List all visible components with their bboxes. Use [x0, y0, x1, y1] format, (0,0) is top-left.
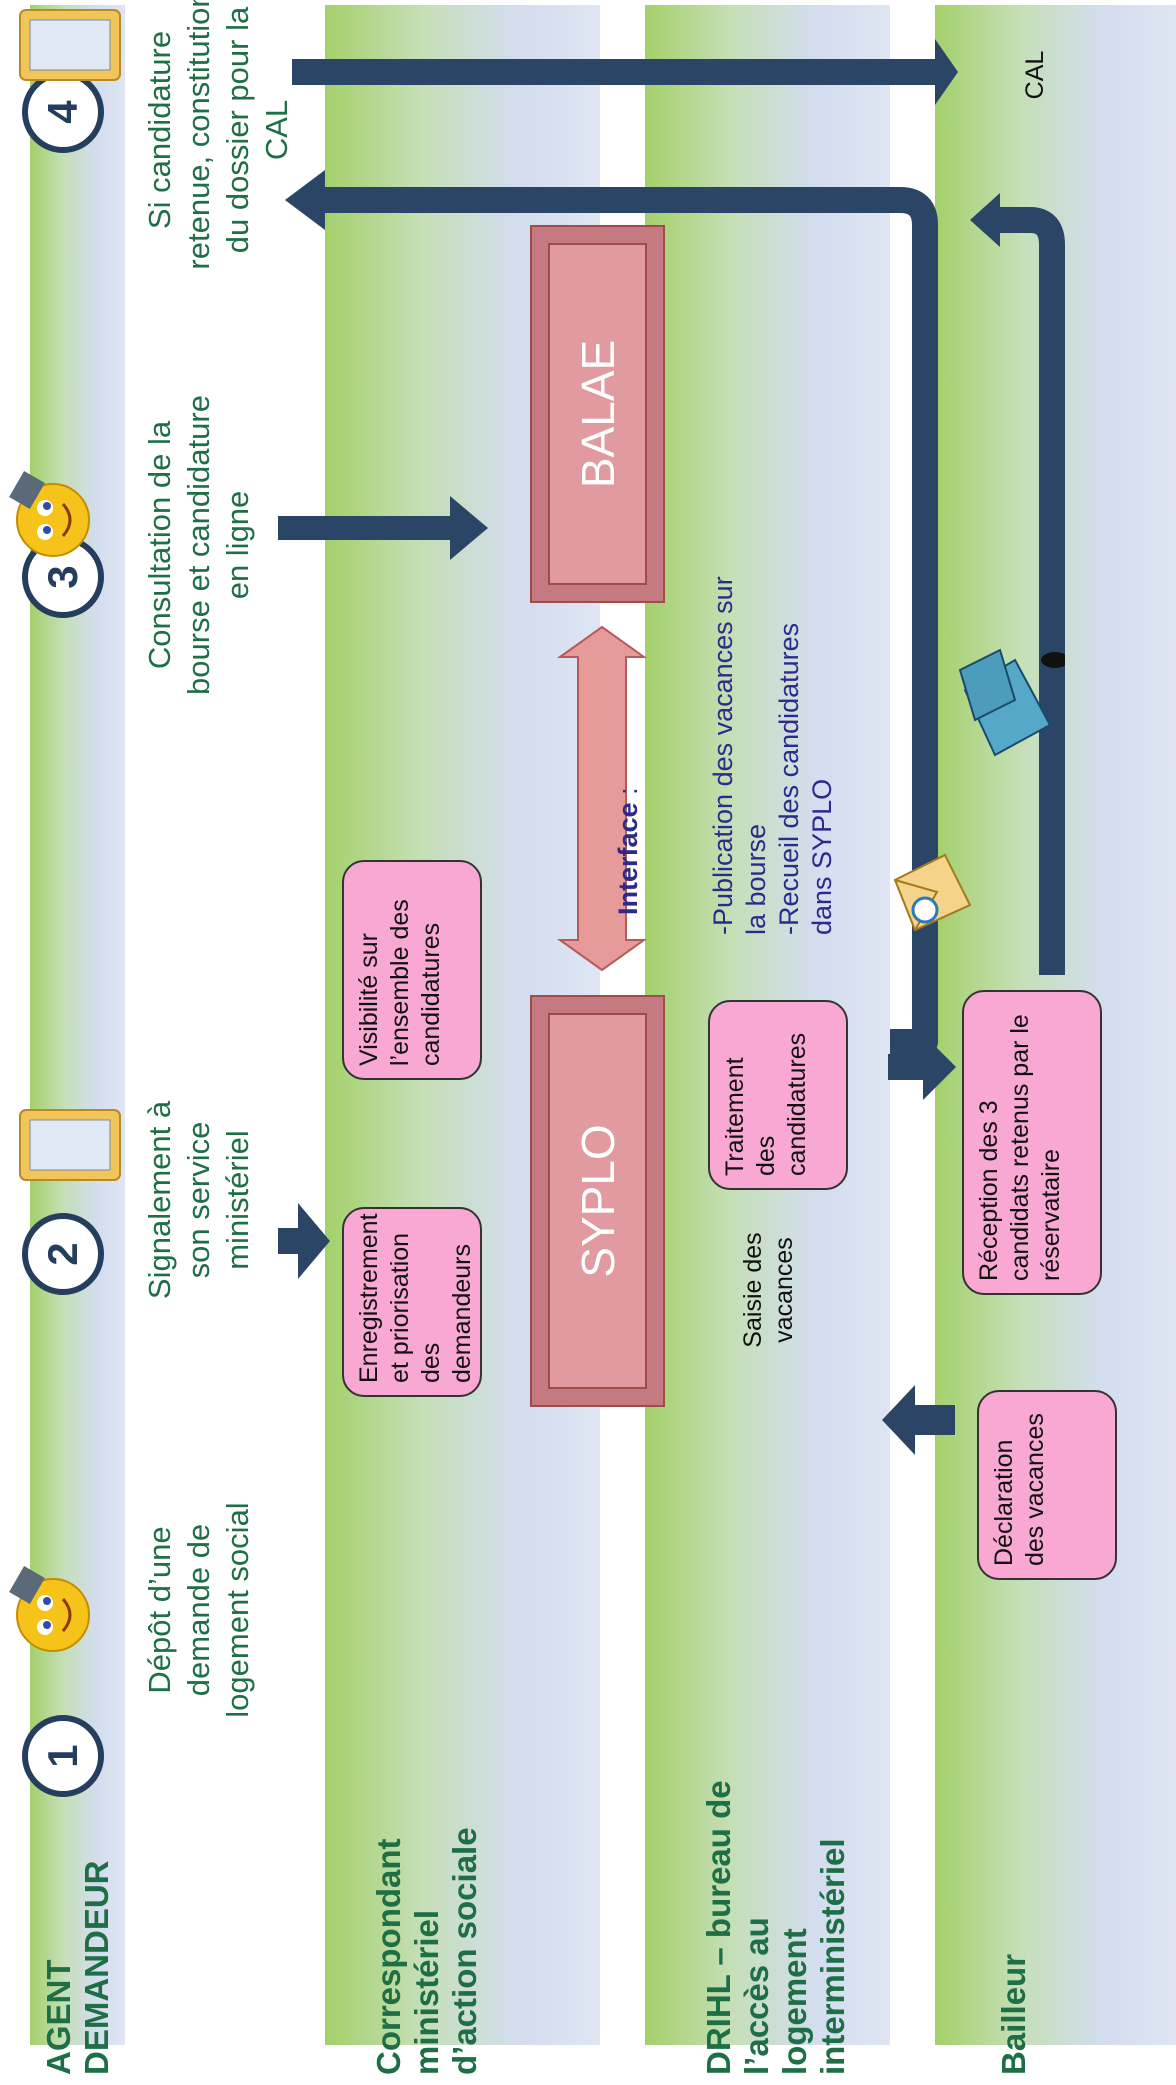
letter-icon — [955, 640, 1070, 760]
step-text-1: Dépôt d’une demande de logement social — [142, 1502, 255, 1718]
step-circle-2: 2 — [22, 1213, 104, 1295]
interface-line1: -Publication des vacances sur la bourse — [708, 576, 771, 935]
interface-title-suffix: : — [613, 787, 643, 803]
interface-title: Interface : — [612, 655, 645, 915]
arrow-drihl-to-step4 — [325, 187, 938, 1055]
step-text-2: Signalement à son service ministériel — [142, 1100, 255, 1300]
bubble-traitement: Traitement des candidatures — [708, 1000, 848, 1190]
interface-title-bold: Interface — [613, 802, 643, 915]
step-text-4: Si candidature retenue, constitution du … — [142, 0, 294, 270]
arrow-declaration-up — [882, 1385, 955, 1455]
folder-icon — [10, 5, 135, 85]
email-envelope-icon — [885, 845, 985, 940]
arrow-step3-down — [278, 496, 488, 560]
saisie-label: Saisie des vacances — [739, 1232, 798, 1348]
folder-icon — [10, 1105, 135, 1185]
arrow-bailleur-return — [1000, 207, 1065, 975]
arrow-head-step4 — [285, 170, 325, 230]
arrow-step4-down — [292, 39, 958, 105]
interface-double-arrow — [556, 625, 648, 972]
arrow-head-bailleur — [970, 193, 1000, 247]
cal-label: CAL — [1021, 50, 1049, 100]
arrow-reception-down — [888, 1034, 956, 1100]
bubble-visibilite: Visibilité sur l’ensemble des candidatur… — [342, 860, 482, 1080]
bubble-enregistrement: Enregistrement et priorisation des deman… — [342, 1207, 482, 1397]
balae-box: BALAE — [530, 225, 665, 603]
bubble-declaration: Déclaration des vacances — [977, 1390, 1117, 1580]
step-circle-1: 1 — [22, 1715, 104, 1797]
syplo-box: SYPLO — [530, 995, 665, 1407]
step-text-3: Consultation de la bourse et candidature… — [142, 395, 255, 695]
interface-line2: -Recueil des candidatures dans SYPLO — [774, 622, 837, 935]
smiley-laptop-icon — [5, 1565, 100, 1655]
smiley-laptop-icon — [5, 470, 100, 560]
bubble-reception: Réception des 3 candidats retenus par le… — [962, 990, 1102, 1295]
arrow-step2-down — [278, 1203, 330, 1279]
